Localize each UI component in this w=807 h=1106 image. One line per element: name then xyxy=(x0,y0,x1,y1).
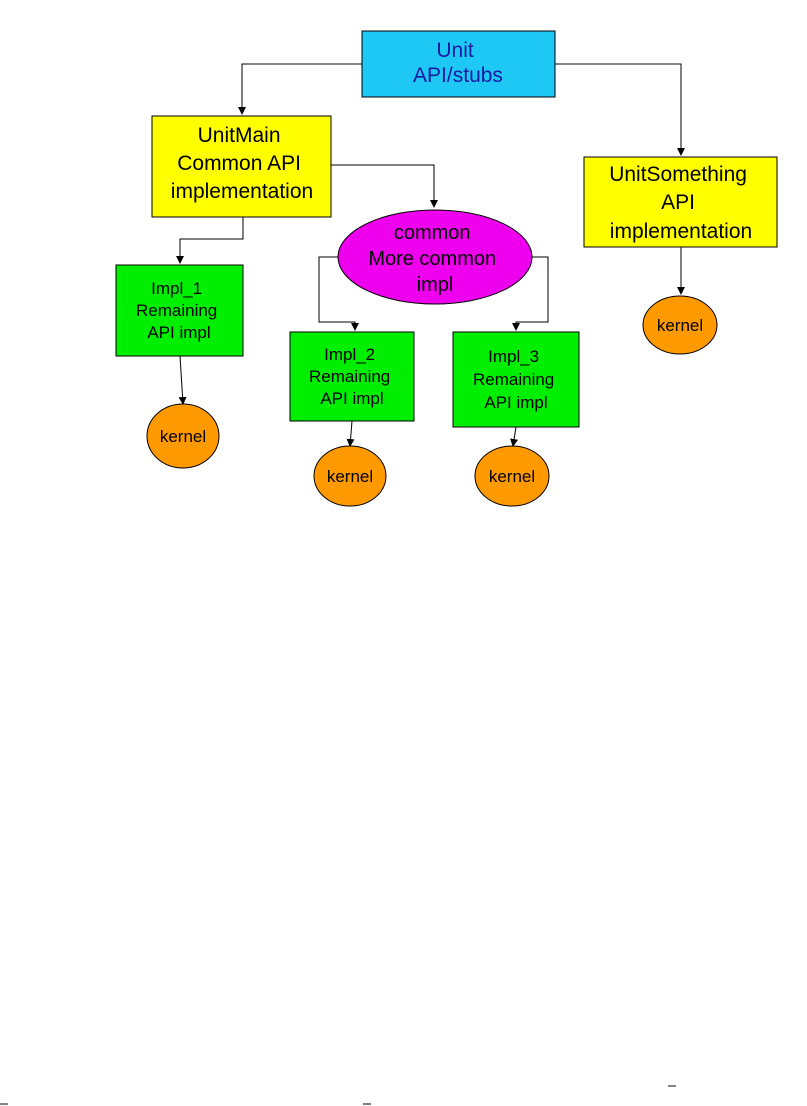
node-impl3-box xyxy=(452,331,580,428)
svg-text:common More common: common More common impl xyxy=(368,222,501,296)
node-impl3: Impl_3 Remaining API impl xyxy=(452,331,580,428)
node-unitmain-line1: UnitMain xyxy=(198,124,281,147)
node-kernel3-circle xyxy=(474,445,550,507)
node-kernel2-label: kernel xyxy=(327,467,373,486)
svg-text:UnitSomething API: UnitSomething API implementation xyxy=(609,163,753,243)
scan-marks xyxy=(0,1085,676,1105)
node-impl1-line1: Impl_1 xyxy=(151,279,202,298)
node-impl3-line3: API impl xyxy=(484,393,547,412)
edge-unitmain-impl1 xyxy=(176,217,244,264)
node-impl1-line3: API impl xyxy=(147,323,210,342)
node-kernel1: kernel xyxy=(146,403,220,469)
node-impl2-line1: Impl_2 xyxy=(324,345,375,364)
edge-unit-unitmain xyxy=(238,63,362,115)
node-unit-line1: Unit xyxy=(436,39,474,62)
node-impl1: Impl_1 Remaining API impl xyxy=(115,264,244,357)
edge-impl1-kernel1 xyxy=(178,355,187,405)
node-unit: Unit API/stubs xyxy=(361,30,556,98)
node-kernel2: kernel xyxy=(313,445,387,507)
node-common-line2: More common xyxy=(368,248,496,270)
svg-text:Unit API/stubs: Unit API/stubs xyxy=(413,39,503,87)
node-impl1-line2: Remaining xyxy=(136,301,217,320)
node-kernel4: kernel xyxy=(642,295,718,355)
node-impl3-line1: Impl_3 xyxy=(488,347,539,366)
node-kernel1-label: kernel xyxy=(160,427,206,446)
node-unitsomething-line3: implementation xyxy=(610,220,752,243)
edge-common-impl2 xyxy=(318,256,359,331)
svg-text:Impl_3 Remaining A: Impl_3 Remaining API impl xyxy=(473,347,559,412)
node-kernel3: kernel xyxy=(474,445,550,507)
svg-text:Impl_2 Remaining A: Impl_2 Remaining API impl xyxy=(309,345,395,408)
node-impl2-box xyxy=(289,331,415,422)
node-unitmain: UnitMain Common API implementation xyxy=(151,115,332,218)
node-common: common More common impl xyxy=(337,209,533,305)
node-kernel4-circle xyxy=(642,295,718,355)
node-common-line3: impl xyxy=(417,274,454,296)
svg-text:UnitMain Common API: UnitMain Common API implementation xyxy=(171,124,313,203)
node-unit-line2: API/stubs xyxy=(413,64,503,87)
edge-unit-unitsomething xyxy=(555,63,685,156)
node-impl3-line2: Remaining xyxy=(473,370,554,389)
node-common-line1: common xyxy=(394,222,471,244)
node-unitsomething-line2: API xyxy=(661,191,695,214)
svg-text:Impl_1 Remaining A: Impl_1 Remaining API impl xyxy=(136,279,222,342)
node-unitsomething-line1: UnitSomething xyxy=(609,163,747,186)
node-common-ellipse xyxy=(337,209,533,305)
node-kernel4-label: kernel xyxy=(657,316,703,335)
node-kernel1-circle xyxy=(146,403,220,469)
node-unitmain-box xyxy=(151,115,332,218)
node-unitsomething-box xyxy=(583,156,778,248)
node-impl1-box xyxy=(115,264,244,357)
edge-unitmain-common xyxy=(331,164,438,208)
node-impl2: Impl_2 Remaining API impl xyxy=(289,331,415,422)
node-unit-box xyxy=(361,30,556,98)
edge-impl2-kernel2 xyxy=(346,420,355,447)
edge-impl3-kernel3 xyxy=(510,426,519,447)
node-impl2-line2: Remaining xyxy=(309,367,390,386)
connectors xyxy=(176,63,685,447)
edge-common-impl3 xyxy=(512,256,549,331)
node-kernel3-label: kernel xyxy=(489,467,535,486)
node-unitmain-line3: implementation xyxy=(171,180,313,203)
node-kernel2-circle xyxy=(313,445,387,507)
node-unitmain-line2: Common API xyxy=(177,152,301,175)
node-unitsomething: UnitSomething API implementation xyxy=(583,156,778,248)
node-impl2-line3: API impl xyxy=(320,389,383,408)
